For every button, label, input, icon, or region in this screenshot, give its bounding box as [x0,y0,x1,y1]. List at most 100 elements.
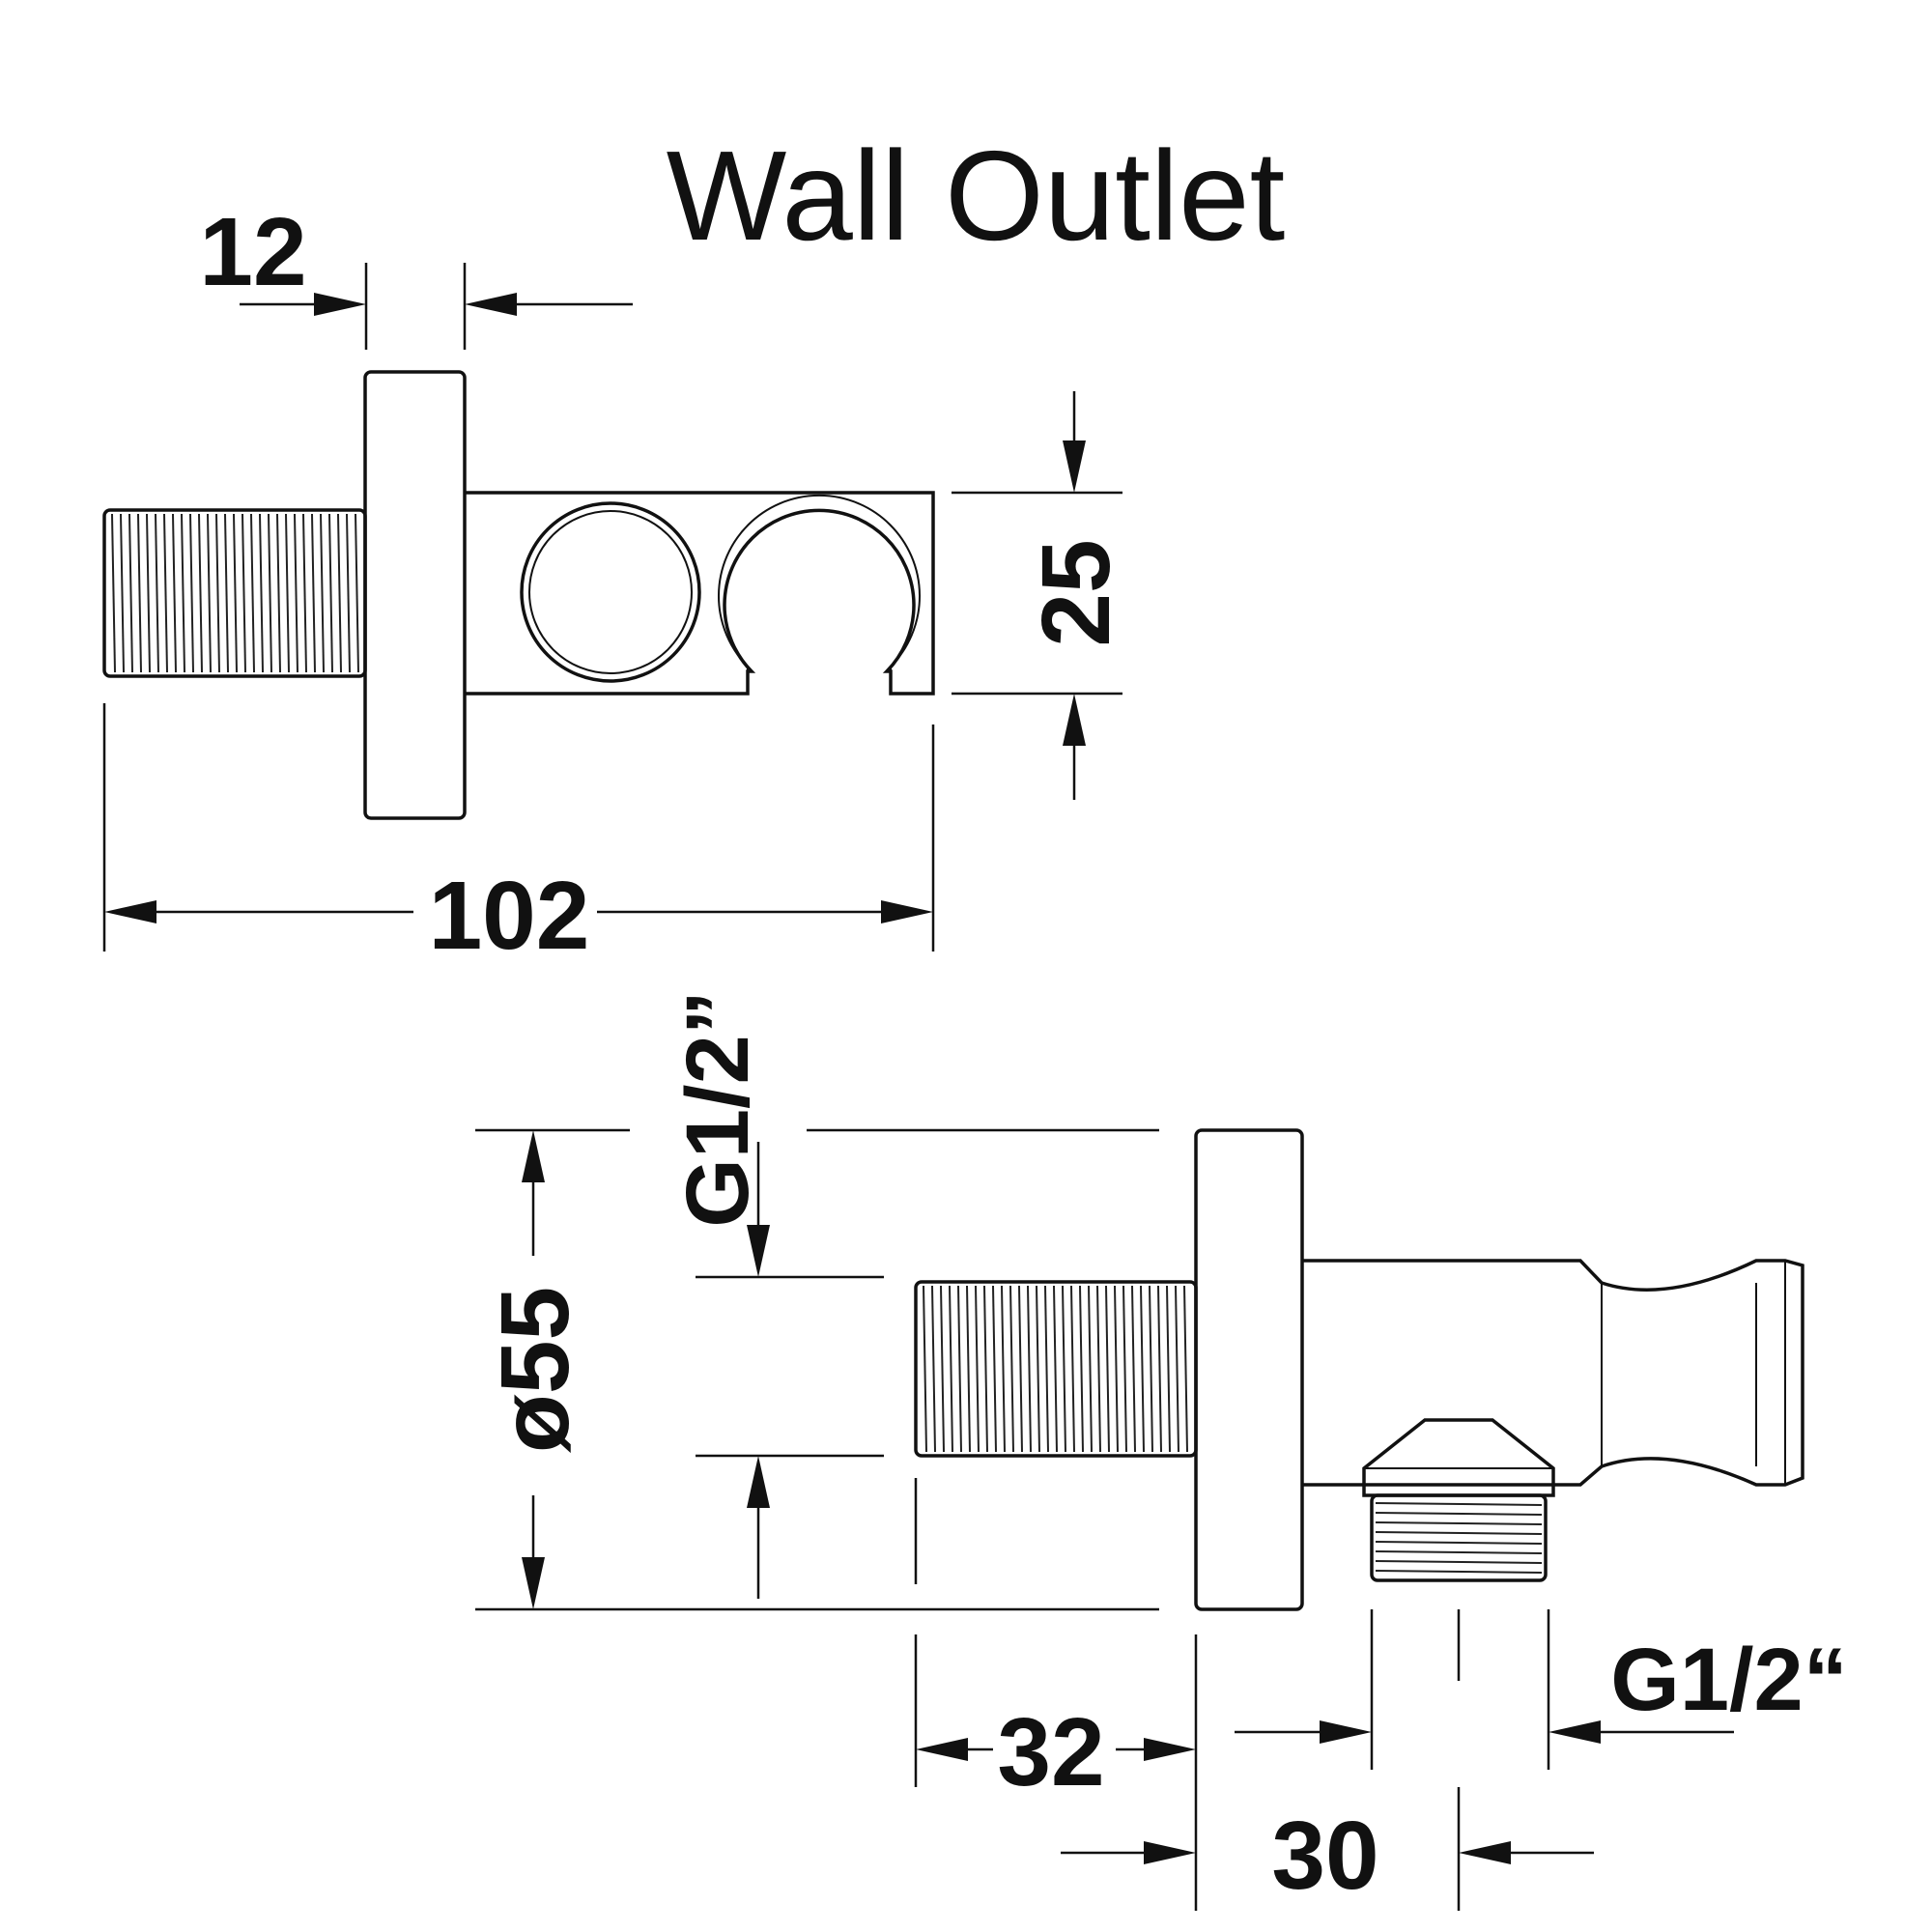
side-thread-pipe [923,1285,1188,1453]
thread-line [1053,1285,1058,1453]
thread-line [128,513,133,673]
thread-line [1157,1285,1162,1453]
thread-line [189,513,194,673]
thread-line [949,1285,953,1453]
thread-line [1175,1285,1179,1453]
thread-line [940,1285,945,1453]
thread-line [931,1285,936,1453]
thread-line [285,513,290,673]
thread-line [983,1285,988,1453]
thread-line [1027,1285,1032,1453]
dim102-arrow-left [104,900,156,923]
thread-line [302,513,307,673]
thread-line [346,513,351,673]
thread-line [1375,1502,1543,1506]
thread-line [337,513,342,673]
thread-line [1070,1285,1075,1453]
dim12-arrow-right [465,293,517,316]
g12-inlet-arrow-bottom [747,1456,770,1508]
thread-line [120,513,125,673]
thread-line [923,1285,927,1453]
thread-line [259,513,264,673]
thread-line [1088,1285,1093,1453]
thread-line [268,513,272,673]
dim25-label: 25 [1022,539,1130,646]
dim30-arrow-right [1459,1841,1511,1864]
top-holder-hole-inner [528,510,693,674]
dim102-arrow-right [881,900,933,923]
thread-line [1096,1285,1101,1453]
thread-line [1375,1560,1543,1564]
dim55-arrow-bottom [522,1557,545,1609]
thread-line [111,513,116,673]
dim32-arrow-right [1144,1738,1196,1761]
thread-line [355,513,359,673]
thread-line [1009,1285,1014,1453]
thread-line [311,513,316,673]
thread-line [966,1285,971,1453]
thread-line [1375,1512,1543,1516]
thread-line [242,513,246,673]
thread-line [1131,1285,1136,1453]
thread-line [215,513,220,673]
thread-line [224,513,229,673]
dim32-arrow-left [916,1738,968,1761]
thread-line [1183,1285,1188,1453]
thread-line [1062,1285,1066,1453]
thread-line [207,513,212,673]
thread-line [957,1285,962,1453]
thread-line [1122,1285,1127,1453]
thread-line [1001,1285,1006,1453]
thread-line [294,513,298,673]
g12-inlet-arrow-top [747,1225,770,1277]
dim30-arrow-left [1144,1841,1196,1864]
thread-line [250,513,255,673]
top-holder-body [465,491,935,696]
g12-outlet-arrow-left [1320,1720,1372,1744]
thread-line [1105,1285,1110,1453]
thread-line [1079,1285,1084,1453]
thread-line [1375,1550,1543,1554]
thread-line [233,513,238,673]
thread-line [1044,1285,1049,1453]
dim25-arrow-top [1063,440,1086,493]
thread-line [137,513,142,673]
dim32-label: 32 [997,1698,1104,1806]
dim55-label: ø55 [481,1287,589,1453]
thread-line [1140,1285,1145,1453]
thread-line [1114,1285,1119,1453]
thread-line [1375,1541,1543,1545]
dim12-arrow-left [314,293,366,316]
thread-line [1375,1531,1543,1535]
thread-line [155,513,159,673]
thread-line [1018,1285,1023,1453]
dim55-arrow-top [522,1130,545,1182]
dim30-label: 30 [1271,1802,1378,1910]
thread-line [181,513,185,673]
top-thread-pipe [111,513,359,673]
top-view: 12 25 102 [102,198,1130,970]
dim25-arrow-bottom [1063,694,1086,746]
thread-line [328,513,333,673]
thread-line [198,513,203,673]
thread-line [146,513,151,673]
g12-outlet-arrow-right [1548,1720,1601,1744]
thread-line [975,1285,980,1453]
thread-line [992,1285,997,1453]
top-holder-hole [520,501,701,683]
thread-line [163,513,168,673]
g12-outlet-label: G1/2“ [1610,1631,1847,1729]
thread-line [1375,1570,1543,1574]
side-flange [1194,1128,1304,1611]
thread-line [276,513,281,673]
g12-inlet-label: G1/2” [668,990,767,1227]
thread-line [1149,1285,1153,1453]
side-thread-outline [914,1280,1198,1458]
dim102-label: 102 [429,862,590,970]
top-holder-inner-arc [718,494,921,671]
top-flange [363,370,467,820]
thread-line [1375,1521,1543,1525]
drawing-title: Wall Outlet [667,125,1286,267]
thread-line [172,513,177,673]
